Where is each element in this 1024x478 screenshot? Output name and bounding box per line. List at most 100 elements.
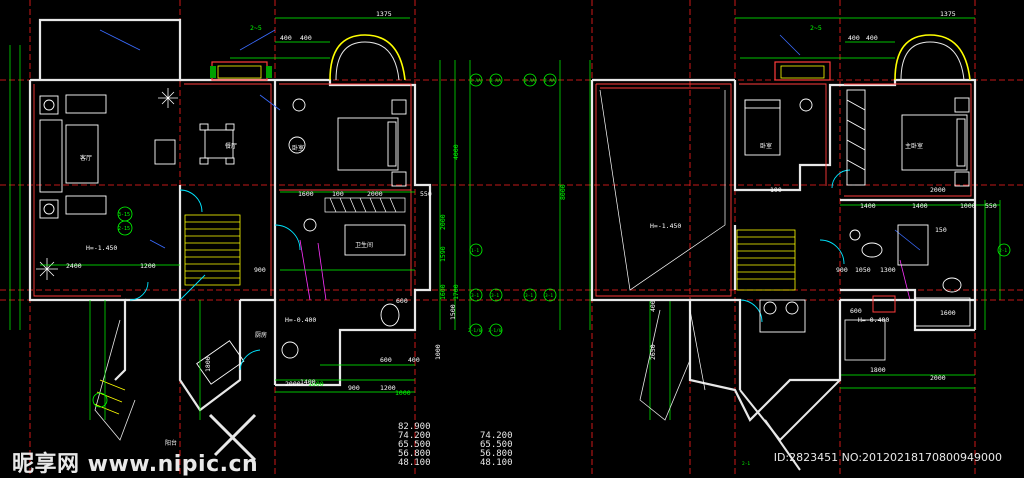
- left-plan-texts: 1375 400 400 2~5 客厅 餐厅 卧室 卫生间 厨房 阳台 H=-1…: [66, 10, 502, 447]
- left-axis-2: 3-AA: [490, 78, 501, 84]
- left-dim-right-5: 1700: [452, 284, 460, 300]
- closet-hatch: [324, 197, 406, 213]
- left-dim-bottom-6: 1000: [434, 344, 442, 360]
- right-dim-mid-1: 100: [770, 186, 782, 194]
- left-room-bedroom: 卧室: [292, 144, 304, 152]
- dining-furniture: [199, 123, 235, 165]
- left-dim-bottom-5: 400: [408, 356, 420, 364]
- right-room-bed: 卧室: [760, 142, 772, 150]
- elevation-value: 56.800: [398, 449, 431, 459]
- left-tag-2: 2-15: [118, 226, 130, 232]
- right-dim-mid-6: 550: [985, 202, 997, 210]
- left-dim-bottom-7: 1000: [395, 389, 411, 397]
- left-dim-range: 2~5: [250, 24, 262, 32]
- right-dim-left-2: 2650: [649, 344, 657, 360]
- left-dim-right-3: 2000: [439, 214, 447, 230]
- left-axis-5: 1-1: [471, 248, 479, 254]
- right-dim-mid-10: 1600: [940, 309, 956, 317]
- right-axis-4: 3-1: [545, 293, 553, 299]
- right-lower-wedge: [739, 379, 841, 471]
- right-stairs: [639, 229, 796, 421]
- right-dim-mid-3: 1400: [860, 202, 876, 210]
- left-tag-1: 3-15: [118, 212, 130, 218]
- left-room-living: 客厅: [80, 154, 92, 162]
- elevation-value: 56.800: [480, 449, 513, 459]
- right-void-lines: [599, 89, 726, 391]
- left-dim-mid-7: 1200: [140, 262, 156, 270]
- right-dim-mid-7: 900: [836, 266, 848, 274]
- left-dim-mid-9: 600: [396, 297, 408, 305]
- elevation-value: 65.500: [398, 440, 431, 450]
- right-dim-mid-4: 1400: [912, 202, 928, 210]
- elevation-value: 65.500: [480, 440, 513, 450]
- elevation-list-left: 82.900 74.200 65.500 56.800 48.100: [398, 423, 431, 468]
- left-axis-4: 3-1: [491, 293, 499, 299]
- right-dim-mid-2: 2000: [930, 186, 946, 194]
- left-room-kitchen: 厨房: [255, 331, 267, 339]
- right-plan-walls: [590, 78, 977, 422]
- door-swings: [129, 169, 851, 371]
- watermark-id: ID:2823451 NO:20120218170800949000: [773, 451, 1002, 464]
- right-room-master: 主卧室: [905, 142, 923, 150]
- elevation-list-right: 74.200 65.500 56.800 48.100: [480, 432, 513, 468]
- left-dim-mid-10: 1500: [449, 304, 457, 320]
- right-dim-400a: 400: [848, 34, 860, 42]
- elevation-value: 74.200: [480, 431, 513, 441]
- left-dim-right-4: 1600: [439, 284, 447, 300]
- left-dim-bottom-4: 600: [380, 356, 392, 364]
- left-dim-1375: 1375: [376, 10, 392, 18]
- right-dim-400b: 400: [866, 34, 878, 42]
- left-balcony-arc: [329, 34, 406, 81]
- left-dim-right-1: 4000: [452, 144, 460, 160]
- right-dim-mid-9: 1300: [880, 266, 896, 274]
- left-dim-400a: 400: [280, 34, 292, 42]
- elevation-value: 82.900: [398, 422, 431, 432]
- left-dim-right-2: 1590: [439, 246, 447, 262]
- right-plan-walls-inner: [595, 83, 972, 297]
- left-dim-mid-1: 1600: [298, 190, 314, 198]
- right-dim-left-3: 400: [649, 300, 657, 312]
- left-axis-3: 3-1: [471, 293, 479, 299]
- right-dim-left-1: 8000: [559, 184, 567, 200]
- leader-lines: [99, 29, 921, 251]
- left-dimension-lines: [9, 17, 1001, 420]
- plant-icons: [36, 88, 178, 280]
- left-room-balcony: 阳台: [165, 439, 177, 447]
- left-dim-mid-8: 1400: [300, 378, 316, 386]
- left-dim-bottom-3: 1200: [380, 384, 396, 392]
- left-stairs: [93, 214, 241, 441]
- ac-units-right: [774, 61, 896, 313]
- left-dim-mid-5: 900: [254, 266, 266, 274]
- ac-units-left: [210, 61, 272, 81]
- right-axis-5: 2-1: [999, 248, 1007, 254]
- left-dim-mid-3: 2000: [367, 190, 383, 198]
- left-dim-bottom-1: 1600: [308, 380, 324, 388]
- left-room-dining: 餐厅: [225, 142, 237, 150]
- right-dim-mid-8: 1050: [855, 266, 871, 274]
- right-dim-range: 2~5: [810, 24, 822, 32]
- right-axis-2: 3-AA: [544, 78, 555, 84]
- right-dim-mid-12: 2000: [930, 374, 946, 382]
- right-dim-mid-14: 150: [935, 226, 947, 234]
- left-axis-7: 3-1/0: [488, 328, 502, 334]
- right-bathroom-fixtures: [844, 224, 971, 361]
- right-axis-1: 3-AA: [524, 78, 535, 84]
- elevation-value: 48.100: [398, 458, 431, 468]
- right-dim-1375: 1375: [940, 10, 956, 18]
- left-dim-mid-2: 100: [332, 190, 344, 198]
- left-level-2: H=-0.400: [285, 316, 316, 324]
- right-plan-texts: 1375 400 400 2~5 卧室 主卧室 H=-1.450 H=-0.40…: [524, 10, 1007, 467]
- right-level-1: H=-1.450: [650, 222, 681, 230]
- left-level-1: H=-1.450: [86, 244, 117, 252]
- right-dim-mid-5: 1000: [960, 202, 976, 210]
- left-dim-400b: 400: [300, 34, 312, 42]
- elevation-value: 74.200: [398, 431, 431, 441]
- right-balcony-arc: [894, 34, 971, 81]
- right-axis-3: 3-1: [525, 293, 533, 299]
- right-level-2: H=-0.400: [858, 316, 889, 324]
- left-dim-mid-11: 2000: [285, 380, 301, 388]
- left-axis-1: 3-AA: [470, 78, 481, 84]
- left-dim-mid-6: 2400: [66, 262, 82, 270]
